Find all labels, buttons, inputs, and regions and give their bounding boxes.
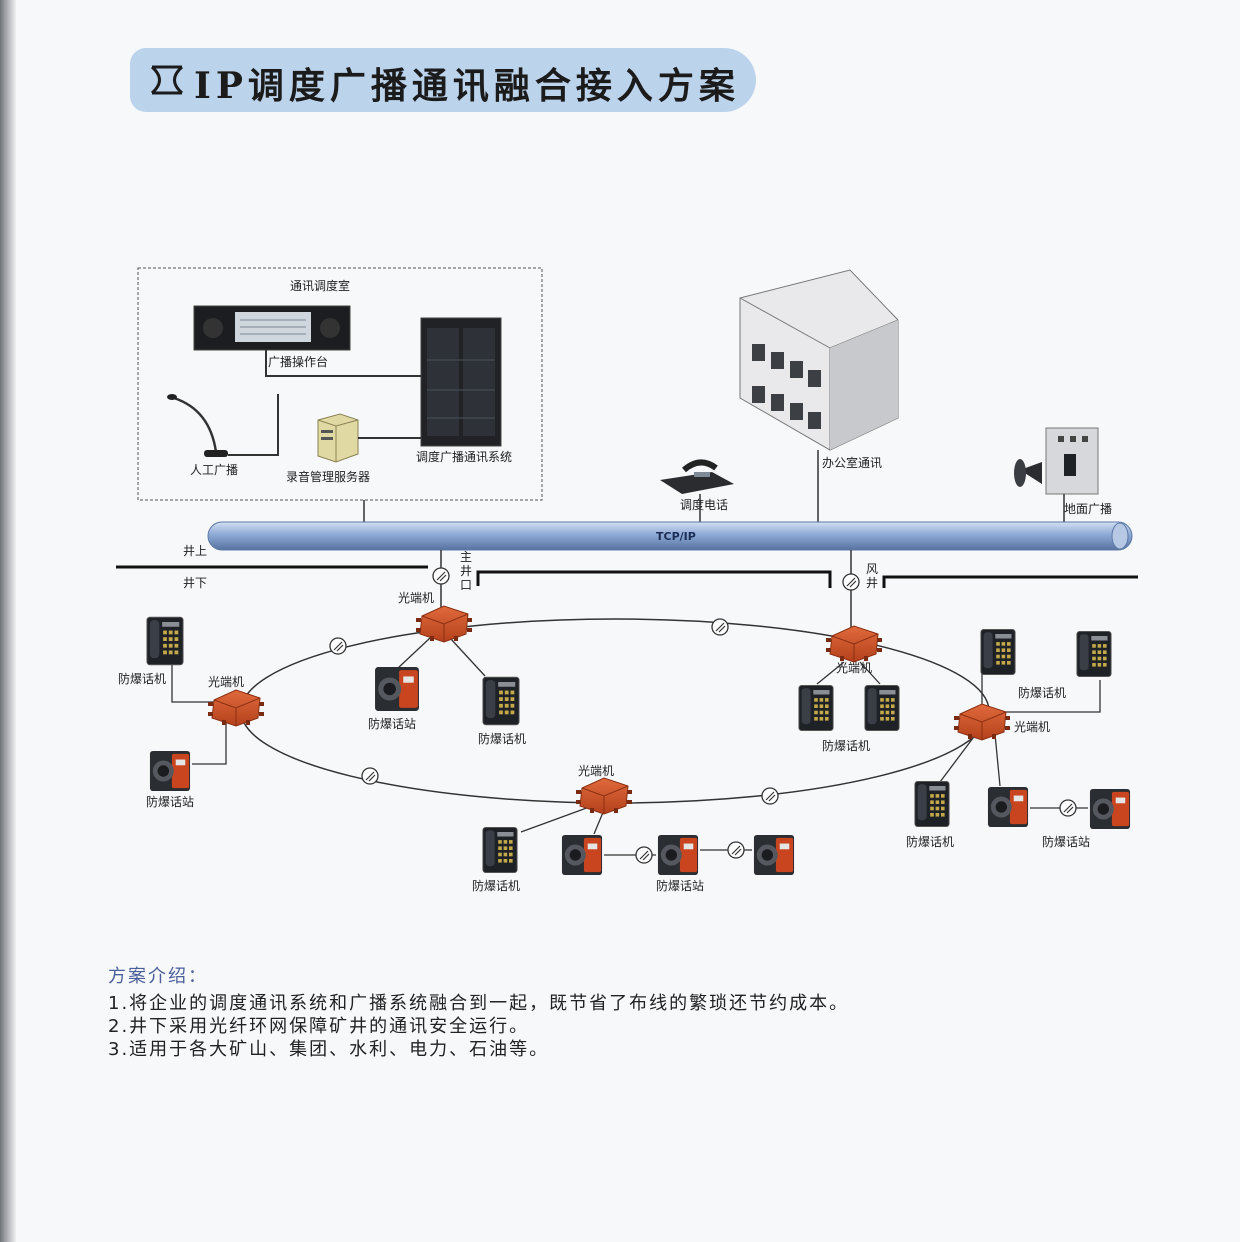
explosion-proof-phone-icon: [482, 827, 518, 873]
explosion-proof-phone-icon: [980, 629, 1016, 675]
optical-terminal-label: 光端机: [1014, 720, 1050, 734]
optical-terminal-icon: [826, 625, 882, 663]
office-comm-label: 办公室通讯: [822, 455, 882, 470]
control-room-box: [137, 267, 543, 501]
explosion-proof-station-label: 防爆话站: [656, 878, 704, 893]
broadcast-icon: [150, 65, 184, 95]
ground-broadcast-cabinet-icon: [1045, 427, 1099, 495]
explosion-proof-station-icon: [375, 667, 419, 711]
optical-terminal-label: 光端机: [208, 675, 244, 689]
explosion-proof-phone-label: 防爆话机: [478, 731, 526, 746]
explosion-proof-phone-icon: [482, 676, 520, 726]
explosion-proof-phone-label: 防爆话机: [1018, 685, 1066, 700]
optical-terminal-icon: [416, 605, 472, 643]
broadcast-console-icon: [193, 305, 351, 351]
below-ground-label: 井下: [183, 576, 207, 590]
explosion-proof-phone-icon: [864, 685, 900, 731]
svg-text:风: 风: [866, 562, 878, 576]
tcpip-backbone-pipe: [207, 521, 1133, 551]
explosion-proof-phone-icon: [1076, 631, 1112, 677]
explosion-proof-station-label: 防爆话站: [1042, 834, 1090, 849]
ground-broadcast-label: 地面广播: [1064, 502, 1112, 516]
explosion-proof-phone-label: 防爆话机: [472, 878, 520, 893]
svg-text:主: 主: [460, 550, 472, 564]
intro-heading: 方案介绍：: [108, 966, 208, 987]
explosion-proof-station-icon: [753, 834, 795, 876]
solution-intro: 方案介绍： 1.将企业的调度通讯系统和广播系统融合到一起，既节省了布线的繁琐还节…: [108, 962, 1108, 1061]
fiber-connector-icon: [842, 573, 860, 591]
optical-terminal-label: 光端机: [398, 591, 434, 605]
intro-item: 1.将企业的调度通讯系统和广播系统融合到一起，既节省了布线的繁琐还节约成本。: [108, 993, 850, 1014]
title-banner: IP调度广播通讯融合接入方案: [130, 48, 756, 112]
control-room-label: 通讯调度室: [290, 278, 350, 293]
main-shaft-label: 主 井 口: [460, 550, 472, 592]
explosion-proof-station-icon: [1089, 788, 1131, 830]
explosion-proof-station-label: 防爆话站: [368, 716, 416, 731]
ip-phone-icon: [660, 459, 734, 494]
explosion-proof-station-icon: [657, 834, 699, 876]
optical-terminal-label: 光端机: [836, 661, 872, 675]
explosion-proof-station-icon: [149, 750, 191, 792]
microphone-icon: [167, 394, 228, 457]
fiber-connector-icon: [1059, 799, 1077, 817]
intro-item: 3.适用于各大矿山、集团、水利、电力、石油等。: [108, 1039, 550, 1060]
ring-connector-icon: [329, 637, 347, 655]
page-edge-shadow: [0, 0, 16, 1242]
dispatch-system-label: 调度广播通讯系统: [416, 449, 512, 464]
backbone-label: TCP/IP: [656, 530, 696, 543]
ring-connector-icon: [711, 618, 729, 636]
recording-server-label: 录音管理服务器: [286, 469, 370, 484]
explosion-proof-station-label: 防爆话站: [146, 794, 194, 809]
horn-speaker-icon: [1014, 459, 1042, 487]
explosion-proof-phone-label: 防爆话机: [118, 671, 166, 686]
ring-connector-icon: [361, 767, 379, 785]
explosion-proof-phone-icon: [798, 685, 834, 731]
explosion-proof-station-icon: [561, 834, 603, 876]
explosion-proof-phone-icon: [914, 781, 950, 827]
svg-text:井: 井: [460, 564, 472, 578]
server-icon: [317, 413, 359, 463]
optical-terminal-label: 光端机: [578, 764, 614, 778]
dispatch-phone-label: 调度电话: [680, 497, 728, 512]
svg-text:口: 口: [460, 578, 472, 592]
dispatch-cabinet-icon: [420, 317, 502, 447]
air-shaft-label: 风 井: [866, 562, 878, 590]
optical-terminal-icon: [954, 703, 1010, 741]
intro-item: 2.井下采用光纤环网保障矿井的通讯安全运行。: [108, 1016, 530, 1037]
above-ground-label: 井上: [183, 544, 207, 558]
optical-terminal-icon: [208, 689, 264, 727]
explosion-proof-station-icon: [987, 786, 1029, 828]
fiber-connector-icon: [635, 846, 653, 864]
manual-broadcast-label: 人工广播: [190, 463, 238, 477]
explosion-proof-phone-icon: [146, 616, 184, 666]
page-title: IP调度广播通讯融合接入方案: [194, 65, 740, 107]
broadcast-console-label: 广播操作台: [268, 354, 328, 369]
explosion-proof-phone-label: 防爆话机: [822, 738, 870, 753]
svg-text:井: 井: [866, 576, 878, 590]
fiber-connector-icon: [727, 841, 745, 859]
explosion-proof-phone-label: 防爆话机: [906, 834, 954, 849]
ring-connector-icon: [761, 787, 779, 805]
fiber-connector-icon: [432, 567, 450, 585]
office-building-icon: [739, 269, 899, 451]
